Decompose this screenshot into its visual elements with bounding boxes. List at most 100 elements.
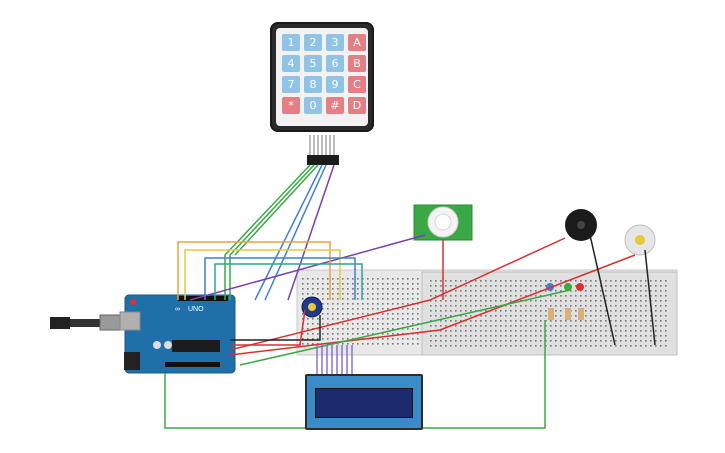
breadboard-hole xyxy=(445,310,447,312)
breadboard-hole xyxy=(535,315,537,317)
breadboard-hole xyxy=(352,278,354,280)
breadboard-hole xyxy=(407,328,409,330)
breadboard-hole xyxy=(445,280,447,282)
breadboard-hole xyxy=(460,335,462,337)
led-red[interactable] xyxy=(576,283,584,291)
key-b[interactable]: B xyxy=(348,55,366,72)
breadboard-hole xyxy=(535,300,537,302)
breadboard-hole xyxy=(445,325,447,327)
breadboard-hole xyxy=(480,300,482,302)
breadboard-hole xyxy=(545,285,547,287)
breadboard-hole xyxy=(387,293,389,295)
breadboard-hole xyxy=(615,310,617,312)
arduino-board[interactable] xyxy=(119,294,236,374)
breadboard-hole xyxy=(342,313,344,315)
pir-sensor[interactable] xyxy=(413,204,473,241)
breadboard-hole xyxy=(402,293,404,295)
breadboard-hole xyxy=(505,280,507,282)
breadboard-hole xyxy=(445,315,447,317)
breadboard-hole xyxy=(455,330,457,332)
key-5[interactable]: 5 xyxy=(304,55,322,72)
key-4[interactable]: 4 xyxy=(282,55,300,72)
breadboard-hole xyxy=(357,293,359,295)
breadboard-hole xyxy=(530,320,532,322)
breadboard-hole xyxy=(660,305,662,307)
breadboard-hole xyxy=(465,315,467,317)
breadboard-hole xyxy=(337,298,339,300)
key-8[interactable]: 8 xyxy=(304,76,322,93)
resistor-3[interactable] xyxy=(578,308,584,320)
usb-cable[interactable] xyxy=(50,314,125,331)
breadboard-hole xyxy=(342,278,344,280)
breadboard-hole xyxy=(660,330,662,332)
key-2[interactable]: 2 xyxy=(304,34,322,51)
breadboard-hole xyxy=(480,325,482,327)
breadboard-hole xyxy=(480,340,482,342)
wire-black-pot xyxy=(230,315,321,341)
breadboard-hole xyxy=(525,325,527,327)
key-0[interactable]: 0 xyxy=(304,97,322,114)
breadboard-hole xyxy=(475,325,477,327)
breadboard-hole xyxy=(635,330,637,332)
breadboard-hole xyxy=(525,315,527,317)
breadboard-hole xyxy=(595,290,597,292)
key-3[interactable]: 3 xyxy=(326,34,344,51)
breadboard-hole xyxy=(540,325,542,327)
key-6[interactable]: 6 xyxy=(326,55,344,72)
breadboard-hole xyxy=(545,335,547,337)
key-d[interactable]: D xyxy=(348,97,366,114)
breadboard-hole xyxy=(660,320,662,322)
breadboard-hole xyxy=(555,320,557,322)
breadboard-hole xyxy=(585,330,587,332)
key-c[interactable]: C xyxy=(348,76,366,93)
key-star[interactable]: * xyxy=(282,97,300,114)
breadboard-hole xyxy=(495,320,497,322)
lcd-display[interactable] xyxy=(305,374,423,430)
breadboard-hole xyxy=(302,278,304,280)
breadboard-hole xyxy=(555,300,557,302)
breadboard-hole xyxy=(475,335,477,337)
breadboard-hole xyxy=(575,325,577,327)
breadboard-hole xyxy=(520,280,522,282)
breadboard-hole xyxy=(600,310,602,312)
breadboard-hole xyxy=(585,320,587,322)
key-7[interactable]: 7 xyxy=(282,76,300,93)
breadboard-hole xyxy=(322,308,324,310)
breadboard-hole xyxy=(342,338,344,340)
breadboard-hole xyxy=(620,305,622,307)
potentiometer[interactable] xyxy=(301,296,323,318)
led-green[interactable] xyxy=(564,283,572,291)
breadboard-hole xyxy=(332,293,334,295)
breadboard-hole xyxy=(377,308,379,310)
breadboard-hole xyxy=(480,335,482,337)
breadboard-hole xyxy=(620,340,622,342)
breadboard-hole xyxy=(545,315,547,317)
resistor-2[interactable] xyxy=(565,308,571,320)
breadboard-hole xyxy=(362,328,364,330)
breadboard-hole xyxy=(430,340,432,342)
breadboard-hole xyxy=(435,280,437,282)
breadboard-hole xyxy=(660,325,662,327)
breadboard-hole xyxy=(655,300,657,302)
breadboard-hole xyxy=(605,325,607,327)
breadboard-hole xyxy=(505,320,507,322)
breadboard-hole xyxy=(640,300,642,302)
breadboard-hole xyxy=(317,283,319,285)
breadboard-hole xyxy=(377,323,379,325)
key-hash[interactable]: # xyxy=(326,97,344,114)
key-9[interactable]: 9 xyxy=(326,76,344,93)
key-a[interactable]: A xyxy=(348,34,366,51)
buzzer[interactable] xyxy=(565,209,597,241)
breadboard-hole xyxy=(382,318,384,320)
breadboard-hole xyxy=(445,305,447,307)
dc-motor[interactable] xyxy=(624,224,656,256)
resistor-1[interactable] xyxy=(548,308,554,320)
breadboard-hole xyxy=(440,330,442,332)
breadboard-hole xyxy=(630,290,632,292)
key-1[interactable]: 1 xyxy=(282,34,300,51)
breadboard-hole xyxy=(402,288,404,290)
keypad-4x4[interactable]: 1 2 3 A 4 5 6 B 7 8 9 C * 0 # D xyxy=(270,22,374,132)
breadboard-hole xyxy=(560,345,562,347)
breadboard-hole xyxy=(412,328,414,330)
breadboard-hole xyxy=(430,290,432,292)
